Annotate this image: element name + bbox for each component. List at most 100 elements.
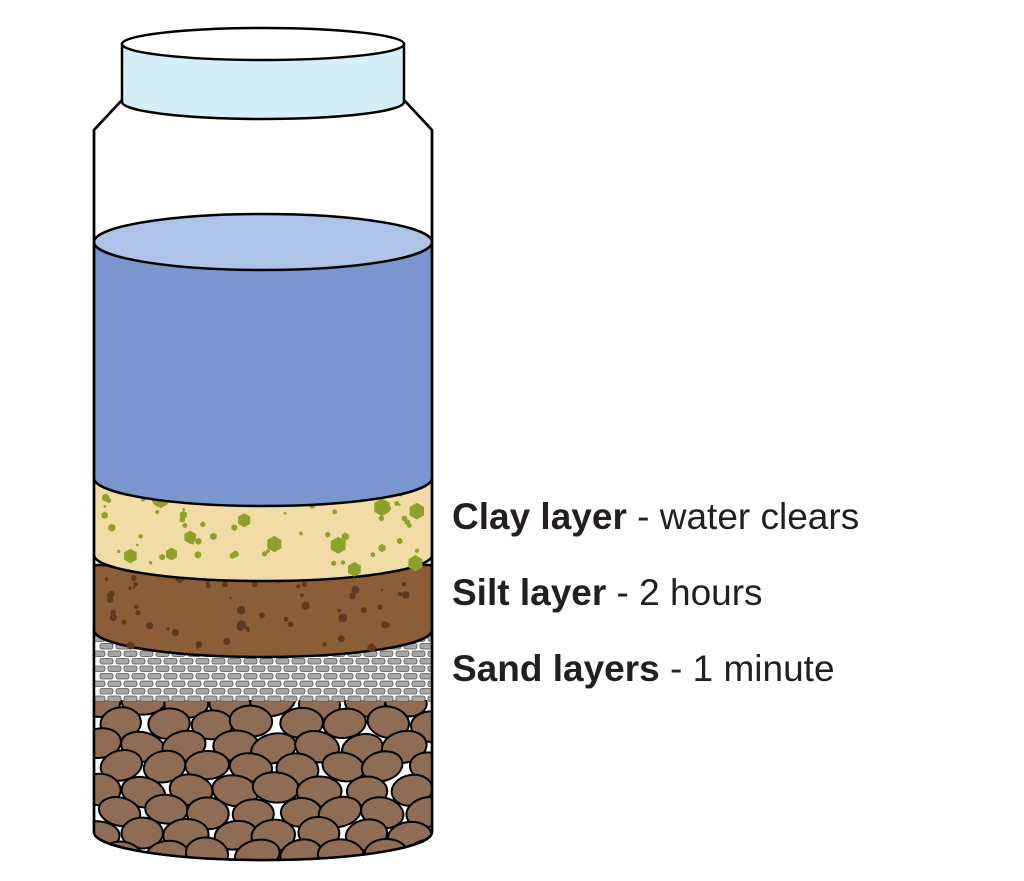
silt-speck (299, 593, 305, 598)
sand-grain (299, 695, 314, 702)
sand-grain (427, 695, 432, 702)
sand-grain (259, 673, 274, 680)
sand-grain (275, 673, 290, 680)
sand-grain (155, 665, 170, 672)
clay-layer-name: Clay layer (452, 496, 627, 537)
sand-grain (219, 695, 234, 702)
sand-grain (299, 665, 314, 672)
clay-speck (374, 498, 390, 517)
silt-speck (360, 607, 367, 614)
sand-grain (219, 680, 234, 687)
silt-speck (377, 604, 383, 610)
silt-speck (104, 577, 109, 582)
silt-speck (397, 591, 403, 597)
sand-grain (163, 658, 178, 665)
sand-grain (107, 695, 122, 702)
sand-grain (379, 665, 394, 672)
clay-speck (325, 531, 331, 538)
sand-grain (243, 673, 258, 680)
clay-speck (103, 504, 107, 508)
clay-speck (238, 513, 251, 528)
sand-grain (363, 680, 378, 687)
sand-grain (99, 643, 114, 650)
clay-speck (195, 537, 202, 545)
pebble (94, 727, 122, 759)
silt-speck (128, 586, 132, 590)
sand-grain (251, 695, 266, 702)
sand-grain (171, 665, 186, 672)
clay-layer-time: - water clears (626, 496, 860, 537)
sand-grain (267, 680, 282, 687)
clay-speck (341, 560, 346, 565)
silt-speck (301, 581, 308, 588)
sand-grain (211, 688, 226, 695)
sand-grain (155, 680, 170, 687)
silt-speck (258, 612, 265, 619)
sand-grain (403, 688, 418, 695)
sand-grain (211, 658, 226, 665)
sand-grain (235, 665, 250, 672)
sand-grain (331, 695, 346, 702)
silt-speck (109, 613, 118, 622)
silt-speck (244, 626, 250, 632)
sand-layers-time: - 1 minute (659, 648, 835, 689)
sand-grain (427, 650, 432, 657)
sand-grain (243, 688, 258, 695)
sand-grain (107, 665, 122, 672)
sand-grain (123, 650, 138, 657)
silt-speck (171, 628, 180, 637)
silt-speck (381, 620, 389, 629)
sand-grain (323, 688, 338, 695)
sand-grain (355, 673, 370, 680)
clay-speck (394, 500, 400, 507)
clay-speck (231, 524, 238, 531)
clay-speck (407, 522, 412, 528)
silt-speck (236, 606, 246, 615)
pebble (184, 836, 230, 860)
clay-speck (398, 503, 401, 506)
sand-grain (291, 673, 306, 680)
silt-speck (121, 619, 127, 625)
sand-layers-label: Sand layers - 1 minute (452, 650, 835, 687)
sand-grain (99, 688, 114, 695)
silt-speck (301, 601, 310, 610)
sand-grain (243, 658, 258, 665)
clay-speck (166, 547, 177, 561)
clay-speck (409, 502, 424, 520)
sand-grain (187, 665, 202, 672)
clay-speck (182, 522, 188, 529)
sand-grain (203, 665, 218, 672)
clay-speck (182, 507, 186, 511)
silt-speck (166, 627, 170, 631)
silt-speck (132, 586, 136, 589)
sand-grain (363, 665, 378, 672)
sand-grain (251, 665, 266, 672)
sand-grain (259, 658, 274, 665)
water-layer (94, 212, 432, 508)
silt-speck (251, 581, 258, 588)
clay-speck (299, 531, 303, 536)
sand-grain (339, 673, 354, 680)
sand-grain (411, 650, 426, 657)
silt-speck (367, 643, 376, 652)
sand-grain (387, 658, 402, 665)
silt-speck (283, 616, 289, 622)
clay-speck (179, 510, 187, 519)
sand-grain (347, 680, 362, 687)
sand-grain (283, 680, 298, 687)
sand-grain (179, 673, 194, 680)
sand-grain (419, 658, 432, 665)
sand-grain (139, 695, 154, 702)
clay-speck (124, 548, 137, 564)
clay-speck (194, 551, 202, 559)
sand-grain (315, 695, 330, 702)
sand-grain (139, 665, 154, 672)
sand-grain (115, 658, 130, 665)
silt-speck (221, 581, 228, 588)
sand-grain (387, 688, 402, 695)
sand-grain (427, 680, 432, 687)
silt-speck (145, 622, 154, 630)
silt-speck (135, 610, 141, 616)
sand-layers-name: Sand layers (452, 648, 660, 689)
sand-grain (379, 695, 394, 702)
